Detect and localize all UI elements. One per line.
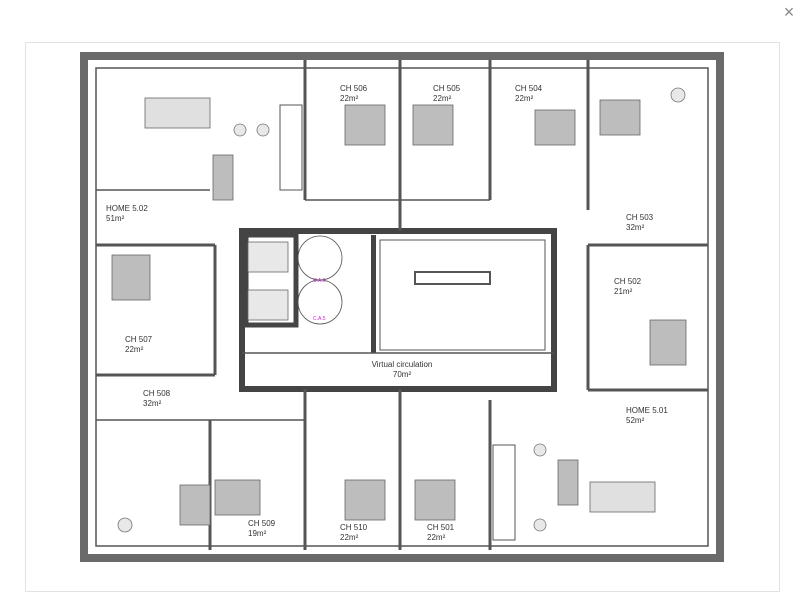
close-icon[interactable]: × <box>783 2 795 22</box>
room-label: CH 506 <box>340 84 368 93</box>
room-area: 51m² <box>106 214 125 223</box>
room-label: HOME 5.02 <box>106 204 148 213</box>
room-area: 22m² <box>427 533 446 542</box>
room-label: CH 501 <box>427 523 455 532</box>
room-label: CH 509 <box>248 519 276 528</box>
furniture <box>111 97 687 526</box>
room-label: Virtual circulation <box>372 360 433 369</box>
room-label: CH 507 <box>125 335 153 344</box>
room-area: 22m² <box>340 533 359 542</box>
room-area: 52m² <box>626 416 645 425</box>
room-area: 70m² <box>393 370 412 379</box>
room-area: 21m² <box>614 287 633 296</box>
room-label: CH 510 <box>340 523 368 532</box>
room-area: 32m² <box>143 399 162 408</box>
lift-label: C.A.6 <box>313 278 326 284</box>
room-label: HOME 5.01 <box>626 406 668 415</box>
room-label: CH 503 <box>626 213 654 222</box>
room-area: 22m² <box>433 94 452 103</box>
room-area: 22m² <box>125 345 144 354</box>
room-area: 19m² <box>248 529 267 538</box>
exterior-wall <box>80 52 724 562</box>
core-wall <box>239 228 557 392</box>
room-label: CH 508 <box>143 389 171 398</box>
room-label: CH 505 <box>433 84 461 93</box>
room-label: CH 502 <box>614 277 642 286</box>
room-area: 22m² <box>515 94 534 103</box>
image-viewer-frame <box>25 42 780 592</box>
room-area: 22m² <box>340 94 359 103</box>
room-label: CH 504 <box>515 84 543 93</box>
room-area: 32m² <box>626 223 645 232</box>
lift-label: C.A.5 <box>313 316 326 322</box>
